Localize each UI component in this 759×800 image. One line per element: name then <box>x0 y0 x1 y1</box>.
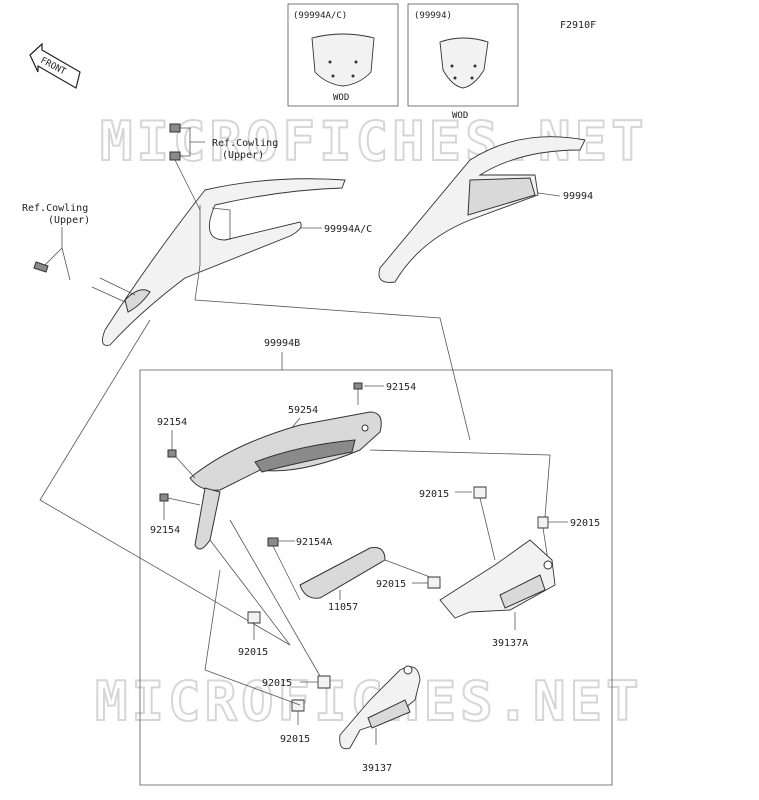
label-92015-l3: 92015 <box>280 734 310 745</box>
inset-caption: WOD <box>452 111 468 121</box>
bolt-icon <box>33 261 49 273</box>
label-92154-left: 92154 <box>157 417 187 428</box>
label-92015-r1: 92015 <box>419 489 449 500</box>
bolt-icon <box>169 123 181 133</box>
label-92015-l1: 92015 <box>238 647 268 658</box>
figure-id: F2910F <box>560 20 596 31</box>
cover-59254-part <box>189 411 382 550</box>
windscreen-99994-part <box>378 136 586 283</box>
inset-99994ac: (99994A/C) WOD <box>287 3 399 107</box>
label-92015-l2: 92015 <box>262 678 292 689</box>
windscreen-99994ac-icon <box>311 33 375 87</box>
inset-caption: WOD <box>333 93 349 103</box>
collar-icon <box>247 611 261 624</box>
ref-line2: (Upper) <box>48 215 90 226</box>
label-92015-mid: 92015 <box>376 579 406 590</box>
bolt-icon <box>167 449 177 458</box>
label-92154-left2: 92154 <box>150 525 180 536</box>
ref-line2: (Upper) <box>222 150 264 161</box>
label-92015-r2: 92015 <box>570 518 600 529</box>
inset-99994: (99994) WOD <box>407 3 519 121</box>
bolt-icon <box>267 537 279 547</box>
windscreen-99994-icon <box>439 37 489 89</box>
collar-icon <box>317 675 331 689</box>
inset-code: (99994A/C) <box>293 11 347 21</box>
label-39137a: 39137A <box>492 638 528 649</box>
collar-icon <box>473 486 487 499</box>
collar-icon <box>537 516 549 529</box>
label-92154-top: 92154 <box>386 382 416 393</box>
label-92154a: 92154A <box>296 537 332 548</box>
front-arrow-icon: FRONT <box>29 42 81 89</box>
label-99994b: 99994B <box>264 338 300 349</box>
collar-icon <box>291 699 305 712</box>
inset-code: (99994) <box>414 11 452 21</box>
label-59254: 59254 <box>288 405 318 416</box>
bolt-icon <box>353 382 363 390</box>
ref-cowling-left: Ref.Cowling (Upper) <box>22 203 136 303</box>
windscreen-99994ac-part <box>101 178 346 346</box>
bolt-icon <box>159 493 169 502</box>
ref-cowling-top: Ref.Cowling (Upper) <box>169 123 278 211</box>
bracket-39137-part <box>339 665 421 750</box>
label-99994: 99994 <box>563 191 593 202</box>
label-11057: 11057 <box>328 602 358 613</box>
collar-icon <box>427 576 441 589</box>
bracket-39137a-part <box>439 539 556 619</box>
bracket-11057-part <box>299 547 386 599</box>
label-99994ac: 99994A/C <box>324 224 372 235</box>
bolt-icon <box>169 151 181 161</box>
ref-line1: Ref.Cowling <box>212 138 278 149</box>
label-39137: 39137 <box>362 763 392 774</box>
ref-line1: Ref.Cowling <box>22 203 88 214</box>
kit-frame <box>139 369 613 786</box>
